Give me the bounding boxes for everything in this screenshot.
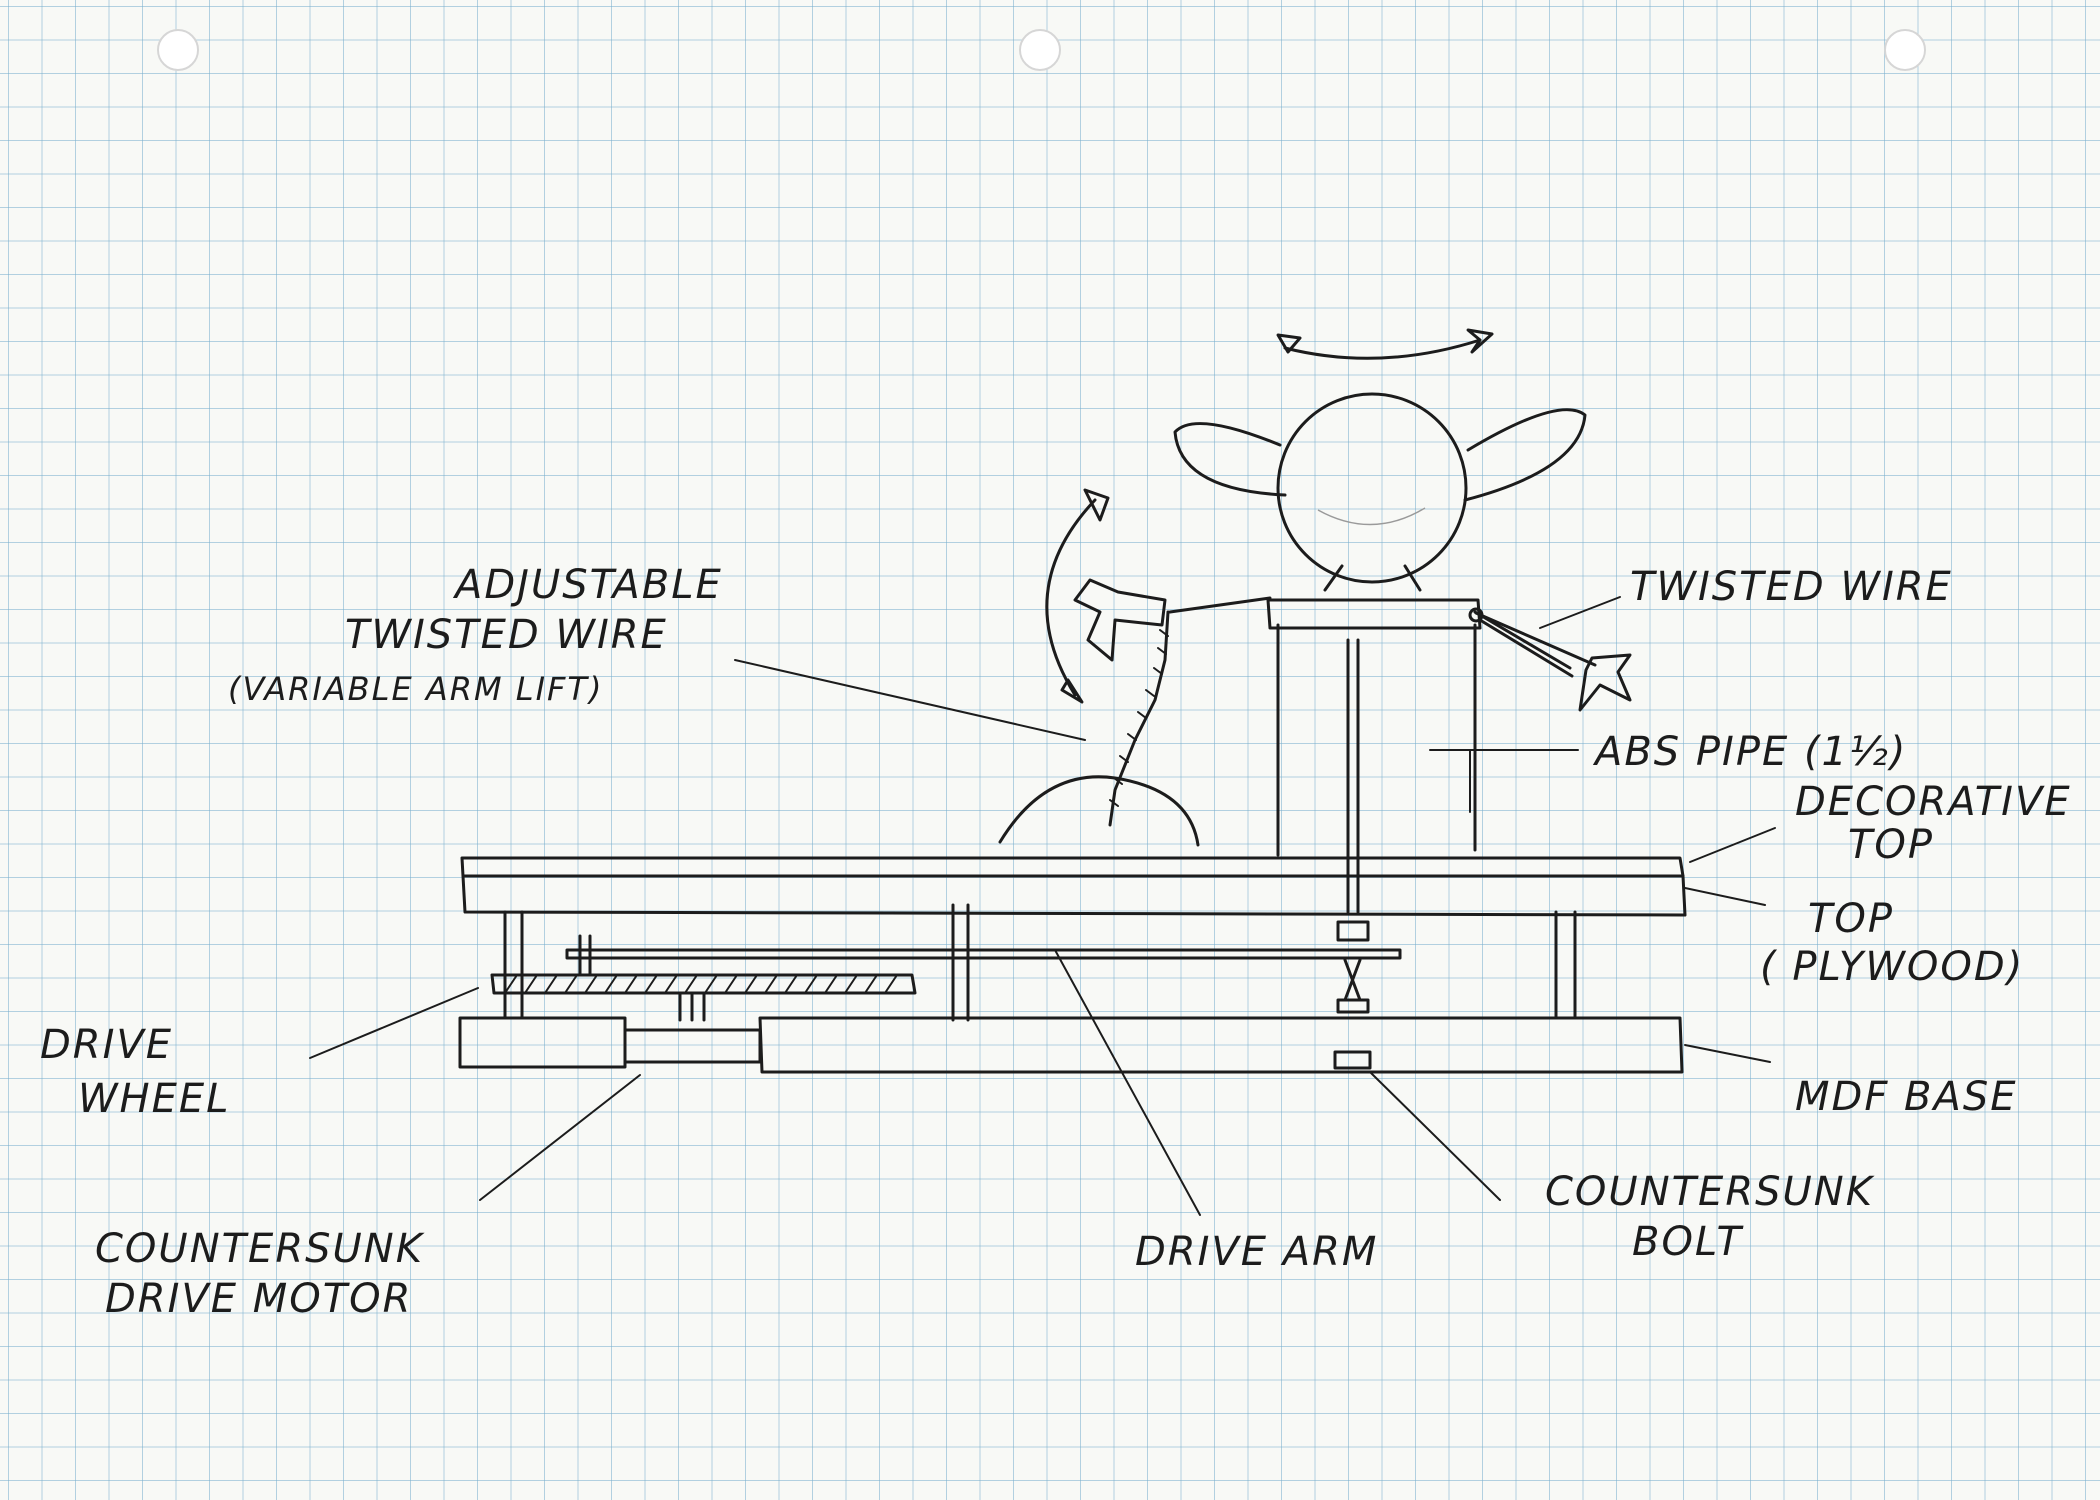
arm-pivot-dome	[998, 775, 1200, 847]
label-drive-motor: DRIVE MOTOR	[105, 1276, 412, 1322]
label-decorative: DECORATIVE	[1795, 779, 2072, 825]
figure-ear-right	[1463, 408, 1587, 502]
label-top: TOP	[1808, 896, 1894, 942]
label-countersunk-bolt: COUNTERSUNK	[1545, 1169, 1875, 1215]
label-adjustable: ADJUSTABLE	[452, 562, 723, 608]
arm-lift-arrow	[1045, 488, 1110, 704]
label-adjustable-twisted-wire: TWISTED WIRE	[345, 612, 668, 658]
label-drive-wheel: WHEEL	[78, 1076, 230, 1122]
left-arm	[1073, 578, 1272, 662]
label-countersunk-motor: COUNTERSUNK	[95, 1226, 425, 1272]
binder-hole	[157, 29, 199, 71]
label-plywood: ( PLYWOOD)	[1760, 944, 2024, 990]
label-twisted-wire: TWISTED WIRE	[1630, 564, 1953, 610]
plywood-top-board	[461, 874, 1687, 917]
countersunk-bolt	[1333, 638, 1372, 1070]
leader-lines	[309, 596, 1776, 1216]
label-variable-arm-lift: (VARIABLE ARM LIFT)	[228, 670, 603, 708]
label-abs-pipe: ABS PIPE (1½)	[1592, 729, 1907, 775]
label-mdf-base: MDF BASE	[1795, 1074, 2018, 1120]
label-bolt: BOLT	[1632, 1219, 1744, 1265]
twisted-wire-right	[1468, 607, 1574, 678]
figure-head	[1276, 392, 1468, 592]
head-rotation-arrow	[1276, 328, 1494, 360]
figure-ear-left	[1173, 422, 1287, 497]
callout-labels: ADJUSTABLE TWISTED WIRE (VARIABLE ARM LI…	[40, 562, 2072, 1322]
decorative-top-board	[460, 856, 1685, 878]
twisted-wire-adjustable	[1108, 610, 1170, 827]
binder-hole	[1884, 29, 1926, 71]
binder-hole	[1019, 29, 1061, 71]
abs-pipe	[1266, 598, 1482, 857]
mdf-base-board	[458, 1016, 1684, 1074]
drive-arm	[565, 934, 1402, 977]
support-posts	[503, 903, 1577, 1022]
drive-wheel	[490, 973, 917, 1022]
label-decorative-top: TOP	[1848, 822, 1934, 868]
label-drive-arm: DRIVE ARM	[1135, 1229, 1378, 1275]
label-drive: DRIVE	[40, 1022, 173, 1068]
right-arm	[1474, 611, 1632, 712]
